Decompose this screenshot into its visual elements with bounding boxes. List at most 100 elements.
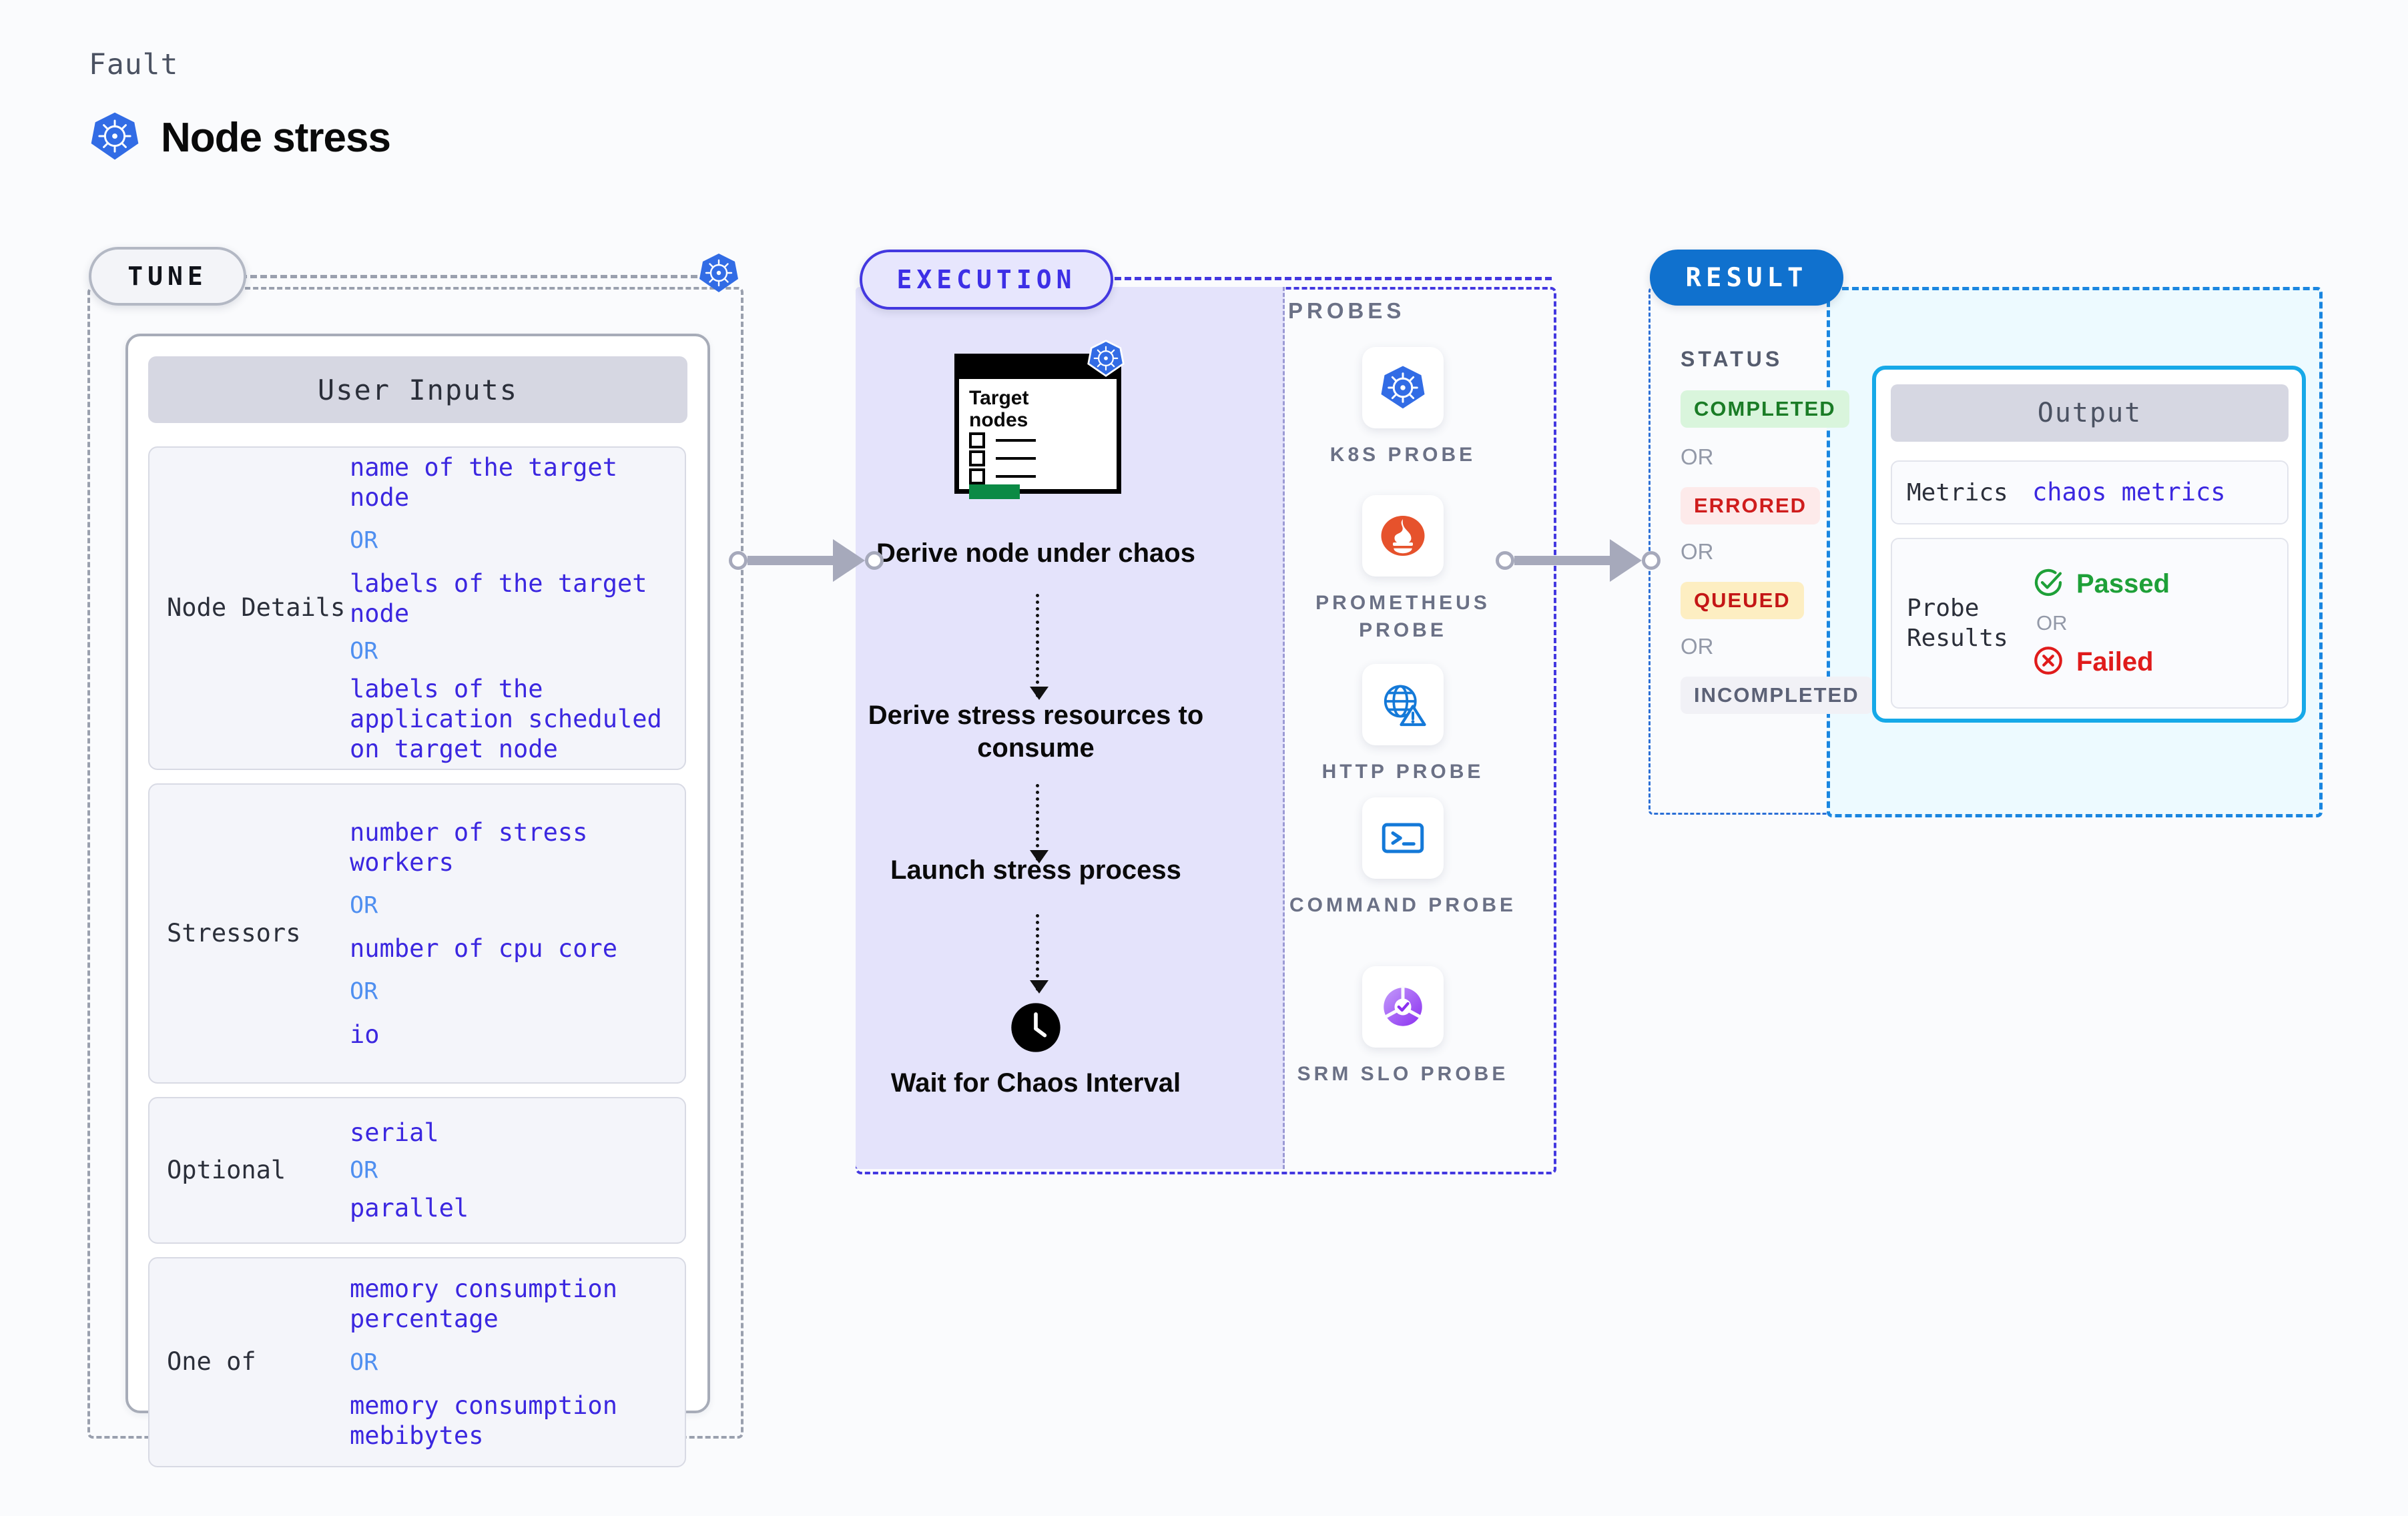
probe-k8s[interactable]: K8S PROBE	[1289, 347, 1516, 469]
result-stage-pill[interactable]: RESULT	[1650, 250, 1843, 306]
fault-title-row: Node stress	[89, 110, 391, 165]
target-nodes-list-item	[969, 450, 1036, 466]
status-badge-incompleted: INCOMPLETED	[1681, 677, 1873, 714]
flow-step-label: Derive stress resources to consume	[868, 701, 1204, 763]
input-group-label: Optional	[167, 1155, 286, 1184]
status-or-separator: OR	[1681, 539, 1714, 564]
status-badge-errored: ERRORED	[1681, 487, 1821, 524]
list-line	[996, 475, 1036, 478]
input-value: labels of the target node	[350, 568, 647, 628]
target-nodes-card-title: Target nodes	[969, 387, 1028, 431]
kubernetes-icon	[1087, 339, 1125, 381]
or-separator: OR	[350, 1349, 378, 1376]
connector-dot	[1496, 551, 1514, 570]
connector-dot	[729, 551, 747, 570]
probe-label: COMMAND PROBE	[1289, 894, 1516, 916]
input-value: number of cpu core	[350, 934, 617, 963]
kubernetes-icon	[1362, 347, 1444, 428]
page-title: Node stress	[161, 115, 391, 161]
status-or-separator: OR	[1681, 444, 1714, 469]
srm-slo-icon	[1362, 966, 1444, 1048]
tune-stage-pill[interactable]: TUNE	[89, 247, 246, 306]
input-group-label: One of	[167, 1347, 256, 1377]
progress-bar	[969, 484, 1020, 499]
probe-http[interactable]: HTTP PROBE	[1289, 664, 1516, 786]
flow-arrow-1	[1030, 594, 1048, 700]
prometheus-icon	[1362, 495, 1444, 577]
input-group-label: Node Details	[167, 593, 346, 623]
input-value: number of stress workers	[350, 817, 588, 877]
target-nodes-card: Target nodes	[954, 340, 1125, 499]
probes-title: PROBES	[1288, 298, 1406, 323]
terminal-icon	[1362, 797, 1444, 879]
probe-label: K8S PROBE	[1329, 444, 1476, 466]
list-line	[996, 439, 1036, 442]
user-inputs-header: User Inputs	[148, 356, 687, 423]
user-inputs-card: User Inputs Node Details name of the tar…	[125, 334, 710, 1467]
execution-stage-pill[interactable]: EXECUTION	[860, 250, 1113, 310]
checkbox-icon	[969, 450, 985, 466]
input-value: memory consumption mebibytes	[350, 1391, 617, 1450]
probe-prometheus[interactable]: PROMETHEUS PROBE	[1289, 495, 1516, 644]
connector-arrowhead	[833, 539, 865, 582]
probe-label: PROMETHEUS PROBE	[1315, 592, 1490, 641]
probe-label: HTTP PROBE	[1321, 761, 1484, 783]
or-separator: OR	[350, 638, 378, 665]
flow-arrow-2	[1030, 784, 1048, 863]
connector-execution-to-result	[1496, 539, 1661, 582]
metrics-label: Metrics	[1907, 478, 2008, 506]
input-group-label: Stressors	[167, 918, 301, 948]
input-group-one-of: One of memory consumption percentage OR …	[148, 1257, 686, 1467]
status-or-separator: OR	[1681, 634, 1714, 659]
input-value: memory consumption percentage	[350, 1274, 617, 1334]
flow-step-4: Wait for Chaos Interval	[849, 1001, 1223, 1100]
connector-bar	[747, 556, 834, 565]
flow-step-label: Wait for Chaos Interval	[890, 1068, 1181, 1098]
target-nodes-list-item	[969, 432, 1036, 448]
probe-srm-slo[interactable]: SRM SLO PROBE	[1289, 966, 1516, 1088]
target-nodes-title-line1: Target	[969, 387, 1029, 409]
probe-result-or-separator: OR	[2036, 611, 2068, 635]
flow-step-label: Derive node under chaos	[876, 538, 1195, 568]
status-title: STATUS	[1681, 347, 1783, 371]
input-group-values: memory consumption percentage OR memory …	[350, 1274, 685, 1451]
kubernetes-icon	[697, 252, 740, 298]
list-line	[996, 457, 1036, 460]
probe-result-passed: Passed	[2032, 566, 2170, 602]
connector-dot	[1642, 551, 1661, 570]
or-separator: OR	[350, 1157, 378, 1184]
clock-icon	[849, 1001, 1223, 1058]
check-circle-icon	[2032, 566, 2064, 602]
checkbox-icon	[969, 432, 985, 448]
input-value: labels of the application scheduled on t…	[350, 675, 662, 764]
fault-eyebrow-label: Fault	[89, 48, 179, 81]
status-badge-completed: COMPLETED	[1681, 390, 1849, 428]
tune-connector-line	[240, 275, 707, 278]
connector-dot	[865, 551, 884, 570]
flow-arrow-3	[1030, 914, 1048, 994]
flow-step-3: Launch stress process	[849, 854, 1223, 887]
or-separator: OR	[350, 978, 378, 1006]
target-nodes-list-item	[969, 468, 1036, 484]
failed-label: Failed	[2076, 647, 2154, 677]
metrics-value: chaos metrics	[2032, 478, 2226, 507]
connector-bar	[1514, 556, 1611, 565]
probe-results-values: Passed OR Failed	[2032, 566, 2170, 680]
probe-label: SRM SLO PROBE	[1297, 1063, 1509, 1085]
output-header: Output	[1891, 384, 2289, 442]
input-value: name of the target node	[350, 452, 617, 512]
flow-step-1: Derive node under chaos	[849, 537, 1223, 570]
status-badge-queued: QUEUED	[1681, 582, 1804, 619]
input-group-node-details: Node Details name of the target node OR …	[148, 446, 686, 770]
probe-command[interactable]: COMMAND PROBE	[1289, 797, 1516, 919]
passed-label: Passed	[2076, 569, 2170, 599]
connector-arrowhead	[1610, 539, 1642, 582]
connector-tune-to-execution	[729, 539, 884, 582]
probe-result-failed: Failed	[2032, 645, 2170, 680]
target-nodes-title-line2: nodes	[969, 409, 1028, 431]
kubernetes-icon	[89, 110, 141, 165]
or-separator: OR	[350, 892, 378, 919]
or-separator: OR	[350, 526, 378, 554]
